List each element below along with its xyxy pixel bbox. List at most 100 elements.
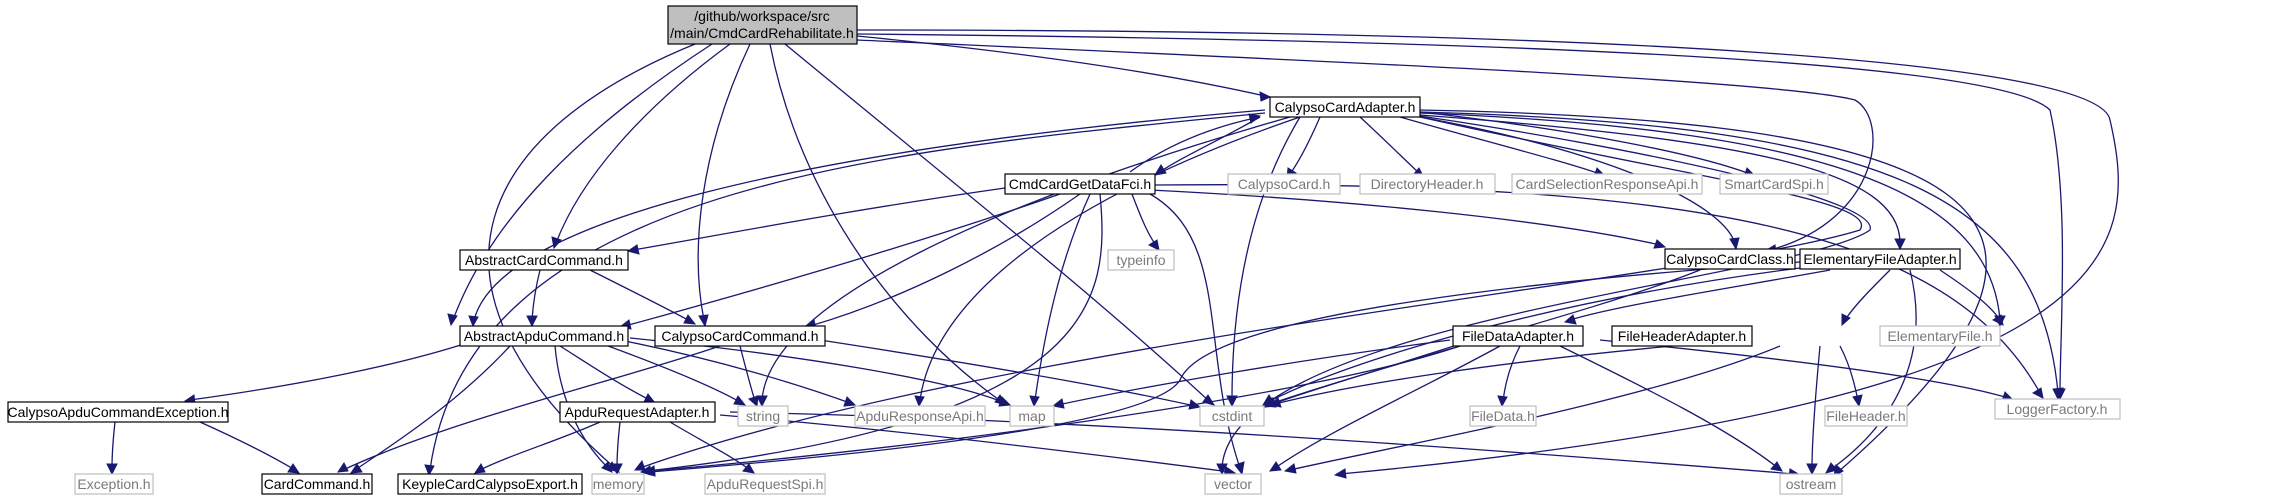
edge-adapter-to-apdu-response-api	[914, 116, 1301, 408]
node-abstract-apdu-command[interactable]: AbstractApduCommand.h	[459, 325, 629, 347]
edge-abstract-apdu-to-map	[629, 337, 1012, 407]
node-label: CardCommand.h	[264, 476, 371, 492]
node-elementary-file-adapter[interactable]: ElementaryFileAdapter.h	[1799, 248, 1961, 270]
node-ostream[interactable]: ostream	[1779, 473, 1843, 495]
edge-root-to-calypso-card-adapter	[856, 35, 1272, 102]
edge-calypso-card-command-to-card-command	[336, 345, 721, 473]
node-label: KeypleCardCalypsoExport.h	[402, 476, 578, 492]
edge-abstract-card-command-to-abstract-apdu-command	[526, 269, 541, 328]
node-file-header[interactable]: FileHeader.h	[1824, 405, 1908, 427]
node-label: CalypsoCard.h	[1238, 176, 1331, 192]
node-label: ApduRequestAdapter.h	[565, 404, 710, 420]
edge-abstract-apdu-to-apdu-request-adapter	[559, 345, 657, 404]
node-calypso-apdu-command-exception[interactable]: CalypsoApduCommandException.h	[7, 401, 229, 423]
node-map[interactable]: map	[1009, 405, 1055, 427]
node-calypso-card-class[interactable]: CalypsoCardClass.h	[1664, 248, 1796, 270]
edge-adapter-to-logger-factory	[1419, 111, 2064, 401]
node-label: DirectoryHeader.h	[1371, 176, 1484, 192]
edge-abstract-card-command-to-calypso-card-command	[589, 269, 697, 325]
node-vector[interactable]: vector	[1204, 473, 1262, 495]
node-typeinfo[interactable]: typeinfo	[1107, 249, 1175, 271]
node-abstract-card-command[interactable]: AbstractCardCommand.h	[459, 249, 629, 271]
node-label: FileDataAdapter.h	[1462, 328, 1574, 344]
node-label: CardSelectionResponseApi.h	[1516, 176, 1699, 192]
edge-file-header-adapter-to-ostream	[1806, 345, 1821, 476]
node-keyple-card-calypso-export[interactable]: KeypleCardCalypsoExport.h	[397, 473, 583, 495]
root-label-line2: /main/CmdCardRehabilitate.h	[670, 25, 854, 41]
edge-fci-to-map	[1029, 193, 1091, 408]
edge-file-data-adapter-to-memory	[643, 345, 1461, 476]
edge-root-to-vector	[856, 29, 2119, 479]
edge-elementary-file-adapter-to-file-header-adapter	[1841, 269, 1891, 327]
node-memory[interactable]: memory	[591, 473, 645, 495]
edge-file-data-adapter-to-file-data	[1497, 345, 1521, 408]
edge-root-to-calypso-card-command	[697, 43, 751, 328]
node-file-header-adapter[interactable]: FileHeaderAdapter.h	[1611, 325, 1753, 347]
edge-apdu-request-adapter-to-apdu-request-spi	[669, 421, 755, 474]
edge-adapter-to-cmd-card-get-data-fci-down	[1154, 116, 1261, 176]
node-cmd-card-get-data-fci[interactable]: CmdCardGetDataFci.h	[1004, 173, 1156, 195]
node-label: vector	[1214, 476, 1252, 492]
node-root-cmd-card-rehabilitate[interactable]: /github/workspace/src /main/CmdCardRehab…	[667, 5, 858, 45]
node-apdu-request-adapter[interactable]: ApduRequestAdapter.h	[559, 401, 716, 423]
node-apdu-response-api[interactable]: ApduResponseApi.h	[854, 405, 986, 427]
node-calypso-card[interactable]: CalypsoCard.h	[1227, 173, 1341, 195]
edge-adapter-to-card-selection-response-api	[1399, 116, 1607, 178]
edge-apdu-request-adapter-to-memory	[611, 421, 623, 476]
edge-elementary-file-adapter-to-ostream	[1825, 269, 1917, 474]
node-card-selection-response-api[interactable]: CardSelectionResponseApi.h	[1511, 173, 1703, 195]
node-label: CalypsoApduCommandException.h	[7, 404, 228, 420]
node-label: ElementaryFile.h	[1887, 328, 1992, 344]
node-smart-card-spi[interactable]: SmartCardSpi.h	[1719, 173, 1829, 195]
edge-abstract-apdu-to-apdu-response-api	[619, 339, 857, 407]
node-label: AbstractApduCommand.h	[464, 328, 624, 344]
root-label-line1: /github/workspace/src	[694, 8, 829, 24]
edge-root-to-abstract-apdu-command	[447, 43, 713, 327]
node-apdu-request-spi[interactable]: ApduRequestSpi.h	[704, 473, 826, 495]
edge-file-header-adapter-to-cstdint	[1268, 339, 1741, 408]
edge-adapter-to-abstract-apdu-command	[468, 109, 1266, 328]
node-calypso-card-command[interactable]: CalypsoCardCommand.h	[654, 325, 826, 347]
edge-abstract-apdu-to-string	[599, 342, 747, 406]
edge-file-data-adapter-to-vector	[1269, 345, 1501, 472]
node-label: CalypsoCardAdapter.h	[1275, 99, 1416, 115]
edge-file-data-adapter-to-logger-factory	[1599, 339, 2015, 402]
node-label: AbstractCardCommand.h	[465, 252, 623, 268]
node-file-data[interactable]: FileData.h	[1469, 405, 1537, 427]
node-exception[interactable]: Exception.h	[74, 473, 154, 495]
node-label: ostream	[1786, 476, 1837, 492]
edge-abstract-apdu-to-calypso-apdu-command-exception	[183, 341, 471, 405]
node-label: cstdint	[1212, 408, 1253, 424]
edge-adapter-to-keyple-card-calypso-export	[424, 112, 1266, 477]
node-label: CalypsoCardCommand.h	[661, 328, 818, 344]
edge-root-to-cstdint	[784, 43, 1216, 406]
edge-adapter-to-elementary-file-adapter	[1419, 114, 1906, 251]
node-label: ApduResponseApi.h	[856, 408, 984, 424]
node-string[interactable]: string	[737, 405, 789, 427]
node-label: memory	[593, 476, 644, 492]
edge-adapter-to-directory-header	[1359, 116, 1425, 179]
edge-elementary-file-adapter-to-elementary-file	[1939, 269, 2004, 326]
node-label: CalypsoCardClass.h	[1666, 251, 1794, 267]
node-file-data-adapter[interactable]: FileDataAdapter.h	[1452, 325, 1584, 347]
edge-apdu-request-adapter-to-keyple-export	[473, 421, 601, 474]
node-elementary-file[interactable]: ElementaryFile.h	[1879, 325, 2001, 347]
node-cstdint[interactable]: cstdint	[1199, 405, 1265, 427]
edge-elementary-file-adapter-to-file-data-adapter	[1563, 269, 1831, 325]
edge-file-data-adapter-to-map	[1051, 339, 1451, 409]
edge-cmd-card-get-data-fci-to-adapter	[1129, 113, 1262, 173]
node-card-command[interactable]: CardCommand.h	[261, 473, 373, 495]
node-directory-header[interactable]: DirectoryHeader.h	[1359, 173, 1496, 195]
edge-fci-to-calypso-card-command	[803, 193, 1081, 330]
edge-file-data-adapter-to-ostream	[1559, 345, 1783, 472]
edge-calypso-card-command-to-string	[739, 345, 759, 408]
node-calypso-card-adapter[interactable]: CalypsoCardAdapter.h	[1269, 96, 1421, 118]
node-label: map	[1018, 408, 1045, 424]
node-label: LoggerFactory.h	[2007, 401, 2108, 417]
edge-adapter-to-calypso-card	[1286, 116, 1321, 180]
edge-adapter-to-string	[756, 116, 1291, 408]
node-logger-factory[interactable]: LoggerFactory.h	[1994, 398, 2121, 420]
node-label: CmdCardGetDataFci.h	[1009, 176, 1151, 192]
edge-fci-to-typeinfo	[1131, 193, 1160, 251]
